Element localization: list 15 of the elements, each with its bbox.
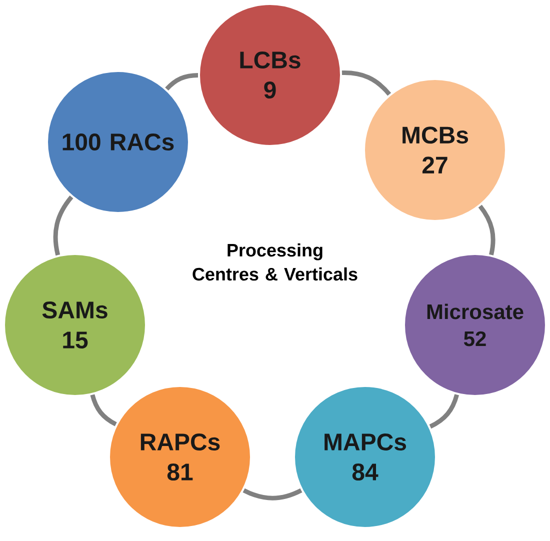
center-label: Processing Centres & Verticals [192,243,358,281]
circle-node: LCBs 9 [198,3,342,147]
ring-line [478,204,496,256]
circle-node: MCBs 27 [363,78,507,222]
circle-node: Microsate 52 [403,253,547,397]
circle-node: MAPCs 84 [293,385,437,529]
ring-line [429,394,459,429]
ring-line [242,488,302,500]
ring-line [53,196,74,256]
circle-node: 100 RACs [46,70,190,214]
ring-line [342,70,392,96]
ring-line [90,394,117,426]
ring-line [165,72,198,91]
circle-node: RAPCs 81 [108,385,252,529]
circle-node: SAMs 15 [3,253,147,397]
